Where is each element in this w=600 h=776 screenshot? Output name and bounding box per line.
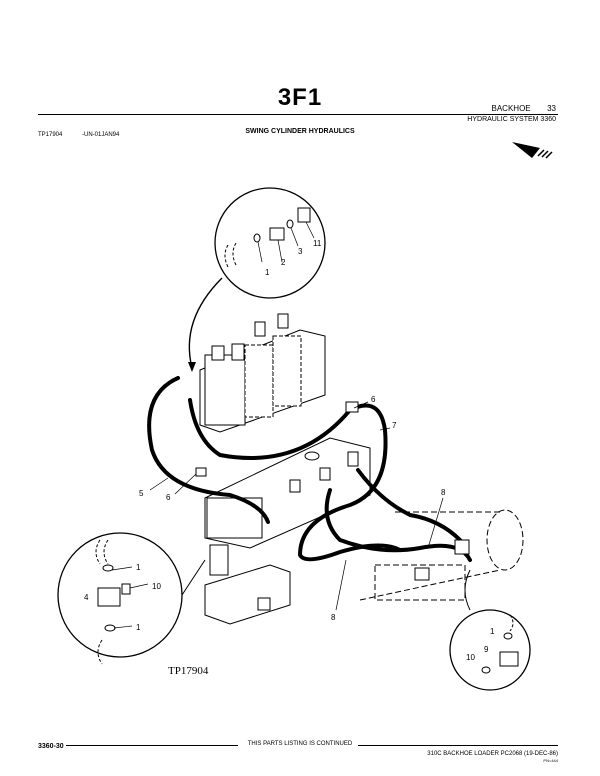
part-label: 8 [441, 488, 446, 497]
part-label: 6 [371, 395, 376, 404]
section-number: 33 [547, 104, 556, 113]
part-label: 8 [331, 613, 336, 622]
right-detail-view [449, 609, 531, 691]
direction-arrow-icon [512, 142, 553, 159]
page-title: 3F1 [277, 84, 323, 111]
part-label: 6 [166, 493, 171, 502]
part-label: 11 [313, 239, 322, 248]
part-label: 2 [281, 258, 286, 267]
part-label: 1 [265, 268, 270, 277]
left-detail-view [57, 532, 183, 665]
part-label: 9 [484, 645, 489, 654]
figure-title: SWING CYLINDER HYDRAULICS [245, 128, 355, 135]
part-label: 4 [84, 593, 89, 602]
part-label: 5 [139, 489, 144, 498]
part-number-labels: 1 2 3 11 5 6 6 7 8 8 1 10 4 1 1 9 10 [84, 239, 495, 662]
part-label: 7 [392, 421, 397, 430]
figure-code: TP17904 [38, 132, 63, 138]
part-label: 1 [136, 623, 141, 632]
cylinder-drum [359, 509, 524, 601]
figure-date: -UN-01JAN94 [82, 132, 120, 138]
part-label: 1 [136, 563, 141, 572]
hydraulic-hoses [147, 376, 472, 562]
swing-cylinder [204, 544, 291, 625]
top-detail-view [214, 187, 326, 299]
footer-rule-left [38, 745, 238, 746]
hose-fittings [195, 401, 470, 581]
section-name: BACKHOE [491, 104, 531, 113]
part-label: 3 [298, 247, 303, 256]
footer-code: PN=444 [543, 758, 558, 763]
part-label: 10 [152, 582, 161, 591]
subsection-label: HYDRAULIC SYSTEM 3360 [467, 116, 556, 123]
footer-rule-right [358, 745, 558, 746]
book-info: 310C BACKHOE LOADER PC2068 (19-DEC-86) [427, 751, 558, 757]
figure-callout: TP17904 [168, 665, 209, 677]
control-valve [199, 313, 326, 433]
page-reference: 3360-30 [38, 743, 66, 750]
header-rule [38, 114, 558, 115]
part-label: 1 [490, 627, 495, 636]
continued-note: THIS PARTS LISTING IS CONTINUED [247, 741, 353, 747]
section-heading: BACKHOE 33 [492, 104, 557, 113]
part-label: 10 [466, 653, 475, 662]
